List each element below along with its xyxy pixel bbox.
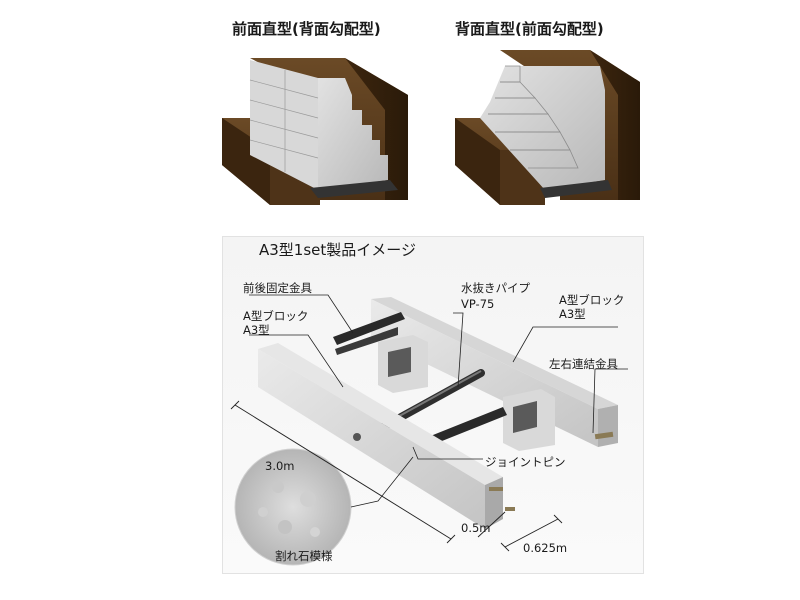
front-vertical-illustration (222, 50, 640, 205)
connector-box-left (378, 335, 428, 393)
label-block-a-left-2: A3型 (243, 323, 270, 337)
label-depth: 0.5m (461, 521, 491, 535)
label-front-back-bracket: 前後固定金具 (243, 281, 312, 295)
front-back-bracket (333, 312, 405, 355)
label-joint-pin: ジョイントピン (485, 455, 566, 469)
label-block-a-right-1: A型ブロック (559, 293, 625, 307)
right-figure-title: 背面直型(前面勾配型) (455, 20, 604, 38)
connector-box-right (503, 389, 555, 451)
label-texture: 割れ石模様 (275, 549, 333, 563)
left-concrete-wall (249, 60, 398, 198)
label-block-a-left-1: A型ブロック (243, 309, 309, 323)
product-image-panel: A3型1set製品イメージ (222, 236, 644, 574)
label-block-a-right-2: A3型 (559, 307, 586, 321)
label-height: 0.625m (523, 541, 568, 555)
panel-title: A3型1set製品イメージ (259, 241, 416, 259)
left-figure-title: 前面直型(背面勾配型) (232, 20, 381, 38)
a3-set-illustration (230, 294, 628, 566)
label-drain-pipe-1: 水抜きパイプ (461, 281, 530, 295)
stone-texture-swatch (234, 448, 352, 566)
label-drain-pipe-2: VP-75 (461, 297, 495, 311)
right-concrete-wall (480, 65, 612, 198)
label-length: 3.0m (265, 459, 295, 473)
lr-connector-bolt (594, 431, 614, 440)
right-soil-block (455, 50, 640, 205)
front-bolt (489, 487, 515, 511)
center-bracket (428, 407, 507, 445)
leader-lines (249, 294, 628, 508)
dimension-lines (230, 400, 563, 552)
label-lr-bracket: 左右連結金具 (549, 357, 618, 371)
